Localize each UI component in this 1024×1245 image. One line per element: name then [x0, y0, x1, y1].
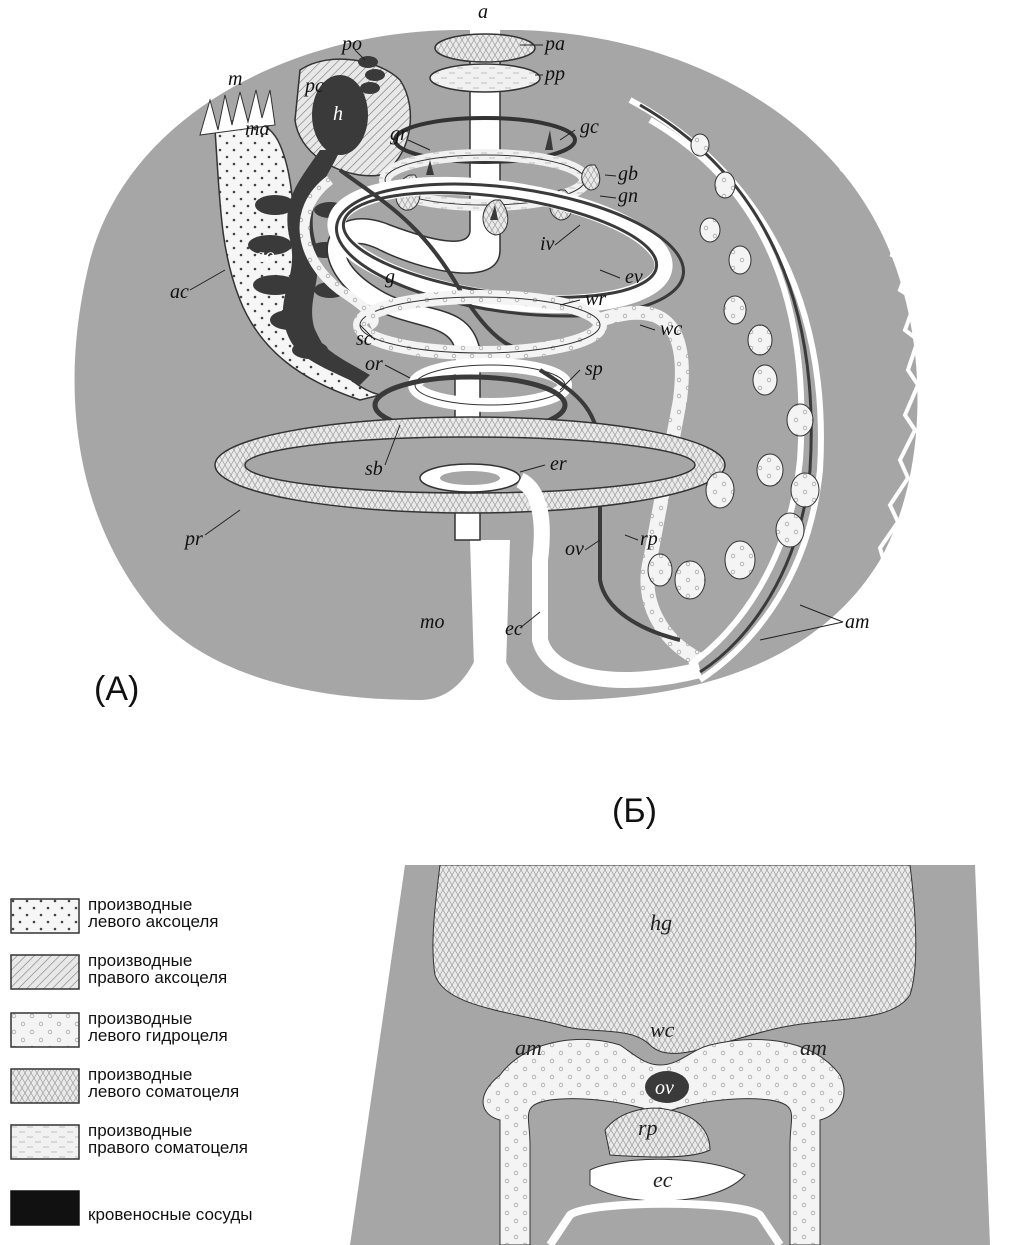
legend-swatch-circles: [10, 1012, 80, 1048]
panel-label-b: (Б): [612, 792, 657, 831]
label-sb: sb: [365, 458, 383, 480]
label-gb: gb: [618, 163, 638, 185]
label-ac: ac: [170, 281, 189, 303]
label-am-left: am: [515, 1035, 542, 1060]
label-rp: rp: [640, 528, 658, 550]
legend-line1: производные: [88, 1066, 239, 1083]
label-iv: iv: [540, 233, 555, 255]
label-g: g: [385, 266, 395, 288]
label-ec-b: ec: [653, 1167, 673, 1192]
legend-line1: производные: [88, 1010, 228, 1027]
legend-item-right-somatocoel: производные правого соматоцеля: [10, 1122, 330, 1166]
label-ma: ma: [245, 118, 269, 140]
anal-ring-pp: [430, 64, 540, 92]
label-m: m: [228, 68, 242, 90]
diagram-b: hg wc am am ov rp ec: [350, 865, 1014, 1245]
legend-line2: правого аксоцеля: [88, 969, 227, 986]
legend-item-left-hydrocoel: производные левого гидроцеля: [10, 1010, 330, 1054]
label-pa: pa: [543, 33, 565, 55]
label-pc: pc: [303, 75, 324, 97]
label-ov-b: ov: [655, 1077, 674, 1099]
label-hg: hg: [650, 910, 672, 935]
label-or: or: [365, 353, 383, 375]
legend-swatch-triangles: [10, 1068, 80, 1104]
legend-swatch-dots: [10, 898, 80, 934]
legend-line2: левого соматоцеля: [88, 1083, 239, 1100]
label-ao: ao: [255, 245, 275, 267]
legend-line2: левого гидроцеля: [88, 1027, 228, 1044]
label-gc: gc: [580, 116, 599, 138]
legend-line1: производные: [88, 1122, 248, 1139]
legend-line2: левого аксоцеля: [88, 913, 218, 930]
legend-item-left-somatocoel: производные левого соматоцеля: [10, 1066, 330, 1110]
label-wc: wc: [660, 318, 682, 340]
label-po: po: [340, 33, 362, 55]
diagram-a: a pa pp po pc h m ma gr gc gb gn iv ev a…: [0, 0, 1024, 720]
label-pp: pp: [543, 63, 565, 85]
label-er: er: [550, 453, 567, 475]
epineural-inner: [440, 471, 500, 485]
label-wr: wr: [585, 288, 606, 310]
label-rp-b: rp: [638, 1115, 658, 1140]
label-sp: sp: [585, 358, 603, 380]
legend-line1: кровеносные сосуды: [88, 1206, 253, 1223]
label-ev: ev: [625, 266, 643, 288]
legend-swatch-dashes: [10, 1124, 80, 1160]
label-sc: sc: [356, 328, 373, 350]
legend-line2: правого соматоцеля: [88, 1139, 248, 1156]
label-gn: gn: [618, 185, 638, 207]
label-am: am: [845, 611, 869, 633]
label-gr: gr: [390, 123, 408, 145]
legend-item-blood-vessels: кровеносные сосуды: [10, 1188, 330, 1232]
label-pr: pr: [183, 528, 203, 550]
label-ec: ec: [505, 618, 523, 640]
legend-swatch-hatch: [10, 954, 80, 990]
legend-item-left-axocoel: производные левого аксоцеля: [10, 896, 330, 940]
label-mo: mo: [420, 611, 444, 633]
label-wc-b: wc: [650, 1017, 675, 1042]
panel-label-a: (A): [94, 670, 139, 709]
legend-swatch-solid: [10, 1190, 80, 1226]
legend-item-right-axocoel: производные правого аксоцеля: [10, 952, 330, 996]
legend-line1: производные: [88, 896, 218, 913]
label-h: h: [333, 103, 343, 125]
label-am-right: am: [800, 1035, 827, 1060]
legend-line1: производные: [88, 952, 227, 969]
label-a: a: [478, 1, 488, 23]
mouth-gap: [470, 540, 510, 700]
anal-ring-pa: [435, 34, 535, 62]
label-ov: ov: [565, 538, 584, 560]
